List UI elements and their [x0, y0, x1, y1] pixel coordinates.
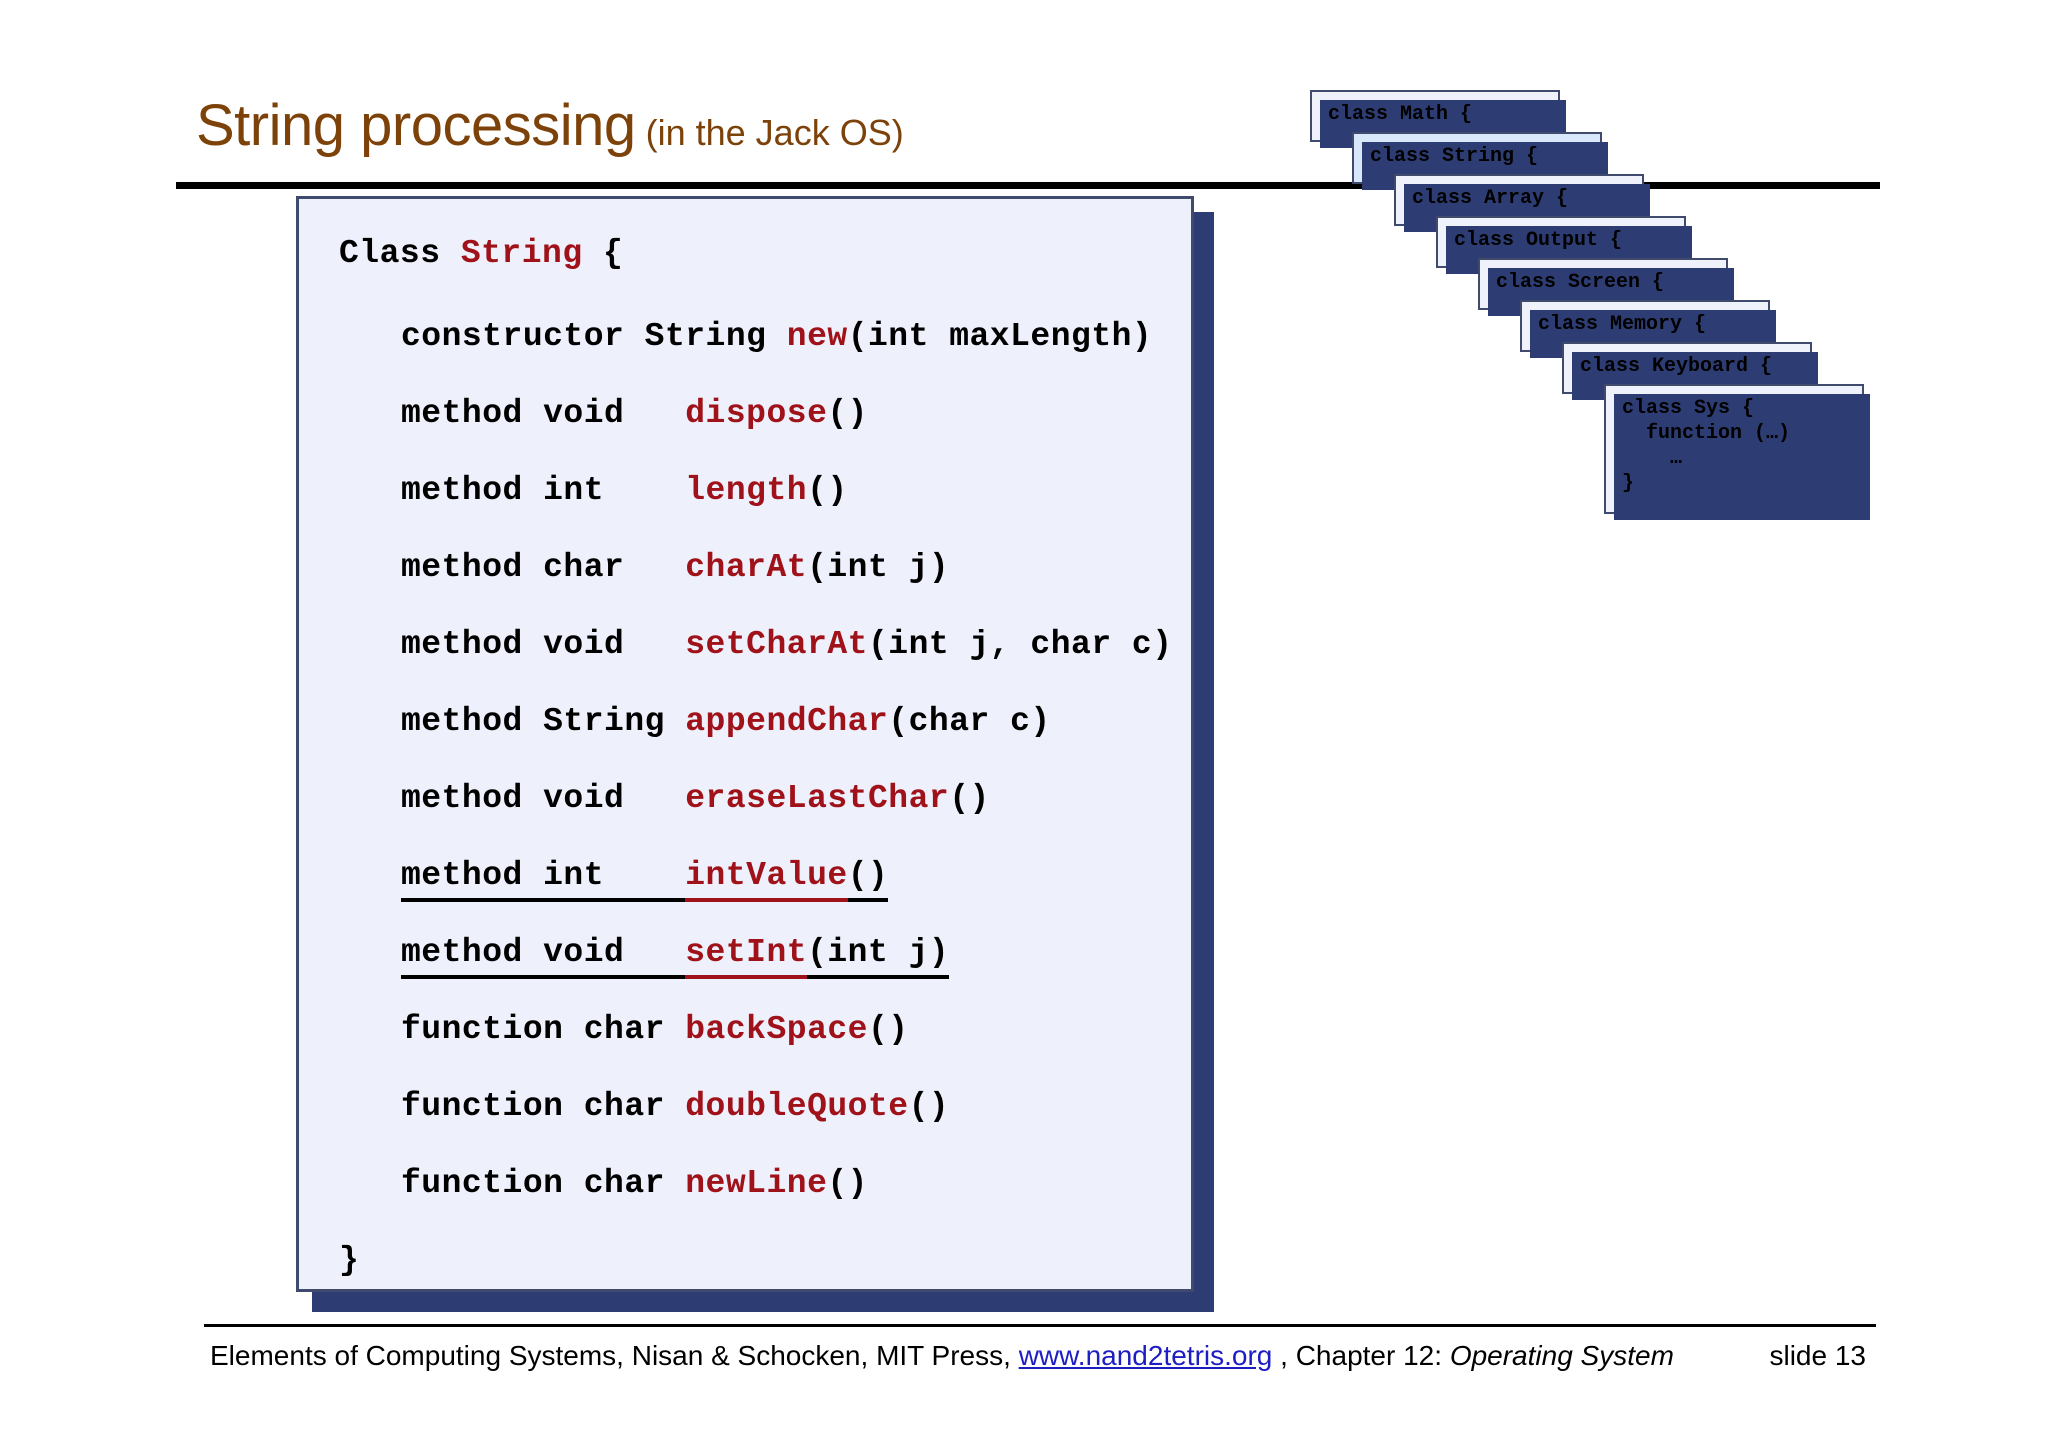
class-card-Sys[interactable]: class Sys { function (…) … } — [1604, 384, 1870, 520]
code-row-setInt: method void setInt(int j) — [339, 934, 1181, 979]
class-card-label: class Array { — [1412, 187, 1569, 210]
code-row-backSpace: function char backSpace() — [339, 1013, 1181, 1046]
footer-divider — [204, 1324, 1876, 1327]
class-card-label: class Keyboard { — [1580, 355, 1773, 378]
code-row-eraseLastChar: method void eraseLastChar() — [339, 782, 1181, 815]
page-title: String processing(in the Jack OS) — [196, 92, 904, 159]
code-row-new: constructor String new(int maxLength) — [339, 320, 1181, 353]
code-method-name: setCharAt — [685, 626, 868, 663]
code-keyword: method void — [401, 780, 686, 817]
string-class-code-panel: Class String {constructor String new(int… — [296, 196, 1214, 1312]
page-title-main: String processing — [196, 93, 636, 158]
code-keyword: method int — [401, 857, 686, 902]
os-class-stack: class Math { class String { class Array { c… — [1310, 90, 1930, 530]
code-keyword: method int — [401, 472, 686, 509]
code-keyword: function char — [401, 1088, 686, 1125]
code-lines: Class String {constructor String new(int… — [339, 237, 1181, 1321]
footer-attribution: Elements of Computing Systems, Nisan & S… — [210, 1340, 1674, 1371]
code-keyword: method void — [401, 395, 686, 432]
code-method-name: String — [460, 235, 583, 272]
code-row-length: method int length() — [339, 474, 1181, 507]
footer-text-middle: , Chapter 12: — [1272, 1340, 1450, 1371]
class-card-label: class Math { — [1328, 103, 1473, 126]
code-method-name: intValue — [685, 857, 848, 902]
code-signature: (char c) — [888, 703, 1051, 740]
code-method-name: backSpace — [685, 1011, 868, 1048]
footer-text-before: Elements of Computing Systems, Nisan & S… — [210, 1340, 1019, 1371]
class-card-label: class Output { — [1454, 229, 1623, 252]
code-method-name: dispose — [685, 395, 828, 432]
code-signature: () — [847, 857, 889, 902]
code-signature: () — [827, 395, 868, 432]
code-row-doubleQuote: function char doubleQuote() — [339, 1090, 1181, 1123]
code-signature: (int j) — [807, 549, 950, 586]
code-keyword: method void — [401, 626, 686, 663]
code-method-name: new — [786, 318, 848, 355]
code-row-newLine: function char newLine() — [339, 1167, 1181, 1200]
code-row-setCharAt: method void setCharAt(int j, char c) — [339, 628, 1181, 661]
nand2tetris-link[interactable]: www.nand2tetris.org — [1018, 1340, 1273, 1371]
title-divider — [176, 182, 1880, 189]
code-method-name: appendChar — [685, 703, 889, 740]
code-signature: () — [867, 1011, 909, 1048]
code-class-header: Class String { — [339, 237, 1181, 270]
code-class-footer: } — [339, 1242, 360, 1279]
code-keyword: method char — [401, 549, 686, 586]
class-card-label: class String { — [1370, 145, 1539, 168]
class-card-label: class Memory { — [1538, 313, 1707, 336]
code-keyword: Class — [339, 235, 461, 272]
class-card-label: class Sys { function (…) … } — [1622, 397, 1791, 495]
code-row-appendChar: method String appendChar(char c) — [339, 705, 1181, 738]
code-keyword: method String — [401, 703, 686, 740]
code-method-name: eraseLastChar — [685, 780, 950, 817]
code-row-intValue: method int intValue() — [339, 857, 1181, 902]
code-row-dispose: method void dispose() — [339, 397, 1181, 430]
code-keyword: function char — [401, 1165, 686, 1202]
code-signature: () — [908, 1088, 950, 1125]
code-panel-body: Class String {constructor String new(int… — [296, 196, 1194, 1292]
code-method-name: doubleQuote — [685, 1088, 909, 1125]
code-signature: (int j) — [807, 934, 950, 979]
code-signature: (int j, char c) — [867, 626, 1173, 663]
code-method-name: newLine — [685, 1165, 828, 1202]
footer: Elements of Computing Systems, Nisan & S… — [210, 1340, 1880, 1372]
code-row-charAt: method char charAt(int j) — [339, 551, 1181, 584]
code-signature: () — [827, 1165, 868, 1202]
class-card-label: class Screen { — [1496, 271, 1665, 294]
code-method-name: setInt — [685, 934, 808, 979]
code-method-name: length — [685, 472, 808, 509]
footer-chapter-title: Operating System — [1449, 1340, 1674, 1371]
page-title-subtitle: (in the Jack OS) — [645, 112, 904, 153]
code-signature: { — [582, 235, 624, 272]
code-keyword: function char — [401, 1011, 686, 1048]
code-keyword: method void — [401, 934, 686, 979]
code-signature: () — [807, 472, 848, 509]
slide-number: slide 13 — [1769, 1340, 1866, 1371]
code-signature: () — [949, 780, 990, 817]
code-keyword: constructor String — [401, 318, 787, 355]
class-card-Array[interactable]: class Array { — [1394, 174, 1650, 232]
code-method-name: charAt — [685, 549, 808, 586]
code-signature: (int maxLength) — [847, 318, 1153, 355]
